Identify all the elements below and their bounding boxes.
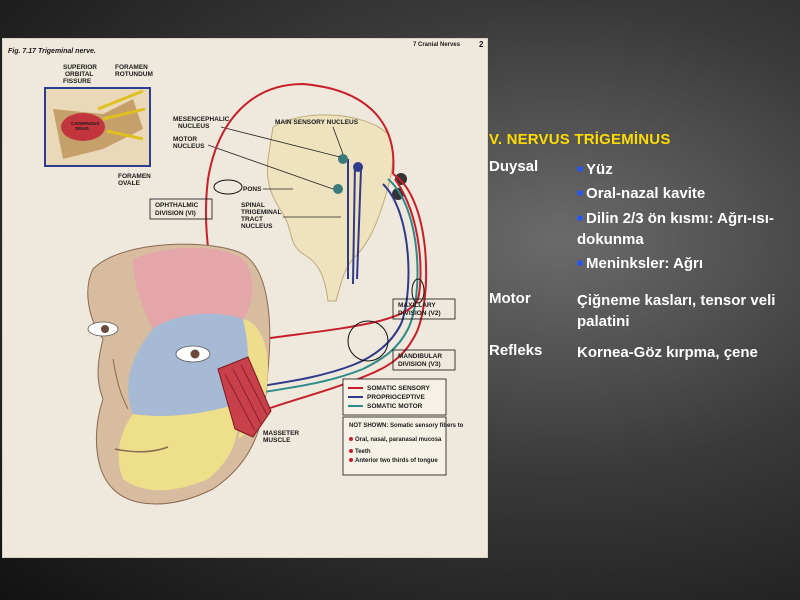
legend-somatic-motor: SOMATIC MOTOR [367,403,423,410]
legend-proprioceptive: PROPRIOCEPTIVE [367,394,425,401]
list-item: ■Dilin 2/3 ön kısmı: Ağrı-ısı-dokunma [577,210,774,248]
figure-caption: Fig. 7.17 Trigeminal nerve. [8,48,96,55]
row-label-duysal: Duysal [489,158,539,175]
chapter-header: 7 Cranial Nerves [413,42,461,48]
list-item: ■Meninksler: Ağrı [577,255,704,272]
list-item: ■Oral-nazal kavite [577,185,706,202]
bullet-icon: ■ [577,213,584,224]
masseter-label: MASSETER MUSCLE [263,430,301,444]
row-motor: Motor Çiğneme kasları, tensor veli palat… [489,290,789,332]
bullet-icon: ■ [577,188,584,199]
legend-somatic-sensory: SOMATIC SENSORY [367,385,431,392]
bullet-icon: ■ [577,258,584,269]
not-shown-title: NOT SHOWN: Somatic sensory fibers to [349,423,464,429]
foramen-ovale-label: FORAMEN OVALE [118,173,153,187]
foramen-rotundum-label: FORAMEN ROTUNDUM [115,64,153,78]
not-shown-item-3: Anterior two thirds of tongue [355,458,438,464]
figure-illustration: Fig. 7.17 Trigeminal nerve. 7 Cranial Ne… [8,40,484,505]
ophthalmic-division-label: OPHTHALMIC DIVISION (VI) [155,202,200,217]
pons-label: PONS [243,186,262,193]
not-shown-item-2: Teeth [355,449,371,455]
row-label-refleks: Refleks [489,342,543,359]
slide-text-panel: V. NERVUS TRİGEMİNUS Duysal ■Yüz ■Oral-n… [489,131,789,373]
superior-orbital-fissure-label: SUPERIOR ORBITAL FISSURE [63,64,99,85]
not-shown-item-1: Oral, nasal, paranasal mucosa [355,437,442,443]
row-refleks: Refleks Kornea-Göz kırpma, çene [489,342,789,363]
row-label-motor: Motor [489,290,531,307]
maxillary-division-label: MAXILLARY DIVISION (V2) [398,302,441,317]
brainstem [266,114,394,302]
trigeminal-figure: Fig. 7.17 Trigeminal nerve. 7 Cranial Ne… [2,38,488,558]
row-text-motor: Çiğneme kasları, tensor veli palatini [577,292,776,330]
not-shown-box [342,416,447,476]
mesencephalic-nucleus-label: MESENCEPHALIC NUCLEUS [173,116,231,130]
motor-nucleus-label: MOTOR NUCLEUS [173,136,205,150]
row-text-refleks: Kornea-Göz kırpma, çene [577,344,758,361]
slide-title: V. NERVUS TRİGEMİNUS [489,131,671,148]
spinal-trigeminal-tract-label: SPINAL TRIGEMINAL TRACT NUCLEUS [241,202,283,230]
row-duysal: Duysal ■Yüz ■Oral-nazal kavite ■Dilin 2/… [489,158,789,276]
mandibular-division-label: MANDIBULAR DIVISION (V3) [398,353,444,368]
page-number: 2 [479,40,484,49]
bullet-icon: ■ [577,164,584,175]
main-sensory-nucleus-label: MAIN SENSORY NUCLEUS [275,119,359,126]
list-item: ■Yüz [577,161,613,178]
